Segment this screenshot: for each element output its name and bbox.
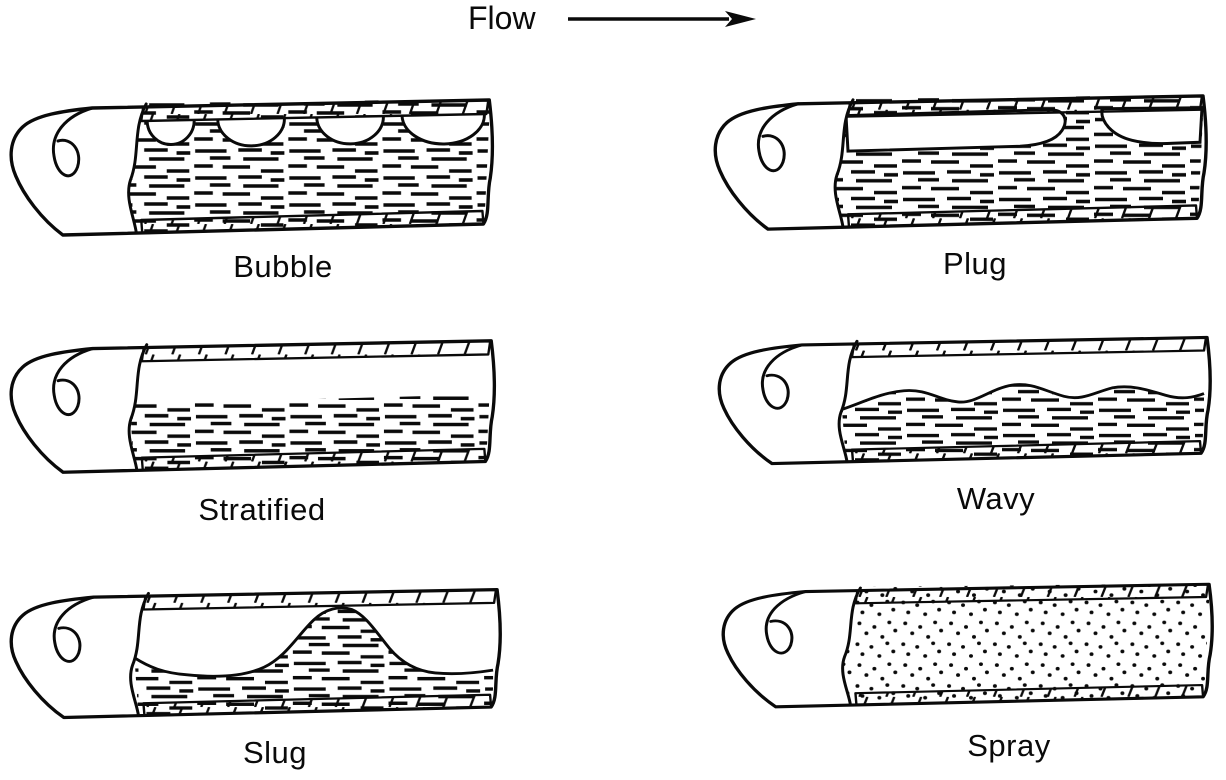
slug-caption: Slug xyxy=(242,735,308,770)
spray-caption: Spray xyxy=(967,728,1051,763)
spray-flow-figure xyxy=(716,577,1224,715)
flow-label: Flow xyxy=(468,0,536,36)
plug-flow-figure xyxy=(708,88,1218,238)
flow-direction-arrow-icon xyxy=(567,10,756,27)
wavy-flow-figure xyxy=(712,330,1222,472)
plug-caption: Plug xyxy=(942,246,1008,281)
stratified-caption: Stratified xyxy=(198,492,326,527)
slug-flow-figure xyxy=(4,582,512,726)
bubble-caption: Bubble xyxy=(233,249,333,284)
flow-header: Flow xyxy=(468,0,761,37)
stratified-flow-figure xyxy=(4,333,506,481)
wavy-caption: Wavy xyxy=(956,481,1036,516)
bubble-flow-figure xyxy=(4,92,504,244)
